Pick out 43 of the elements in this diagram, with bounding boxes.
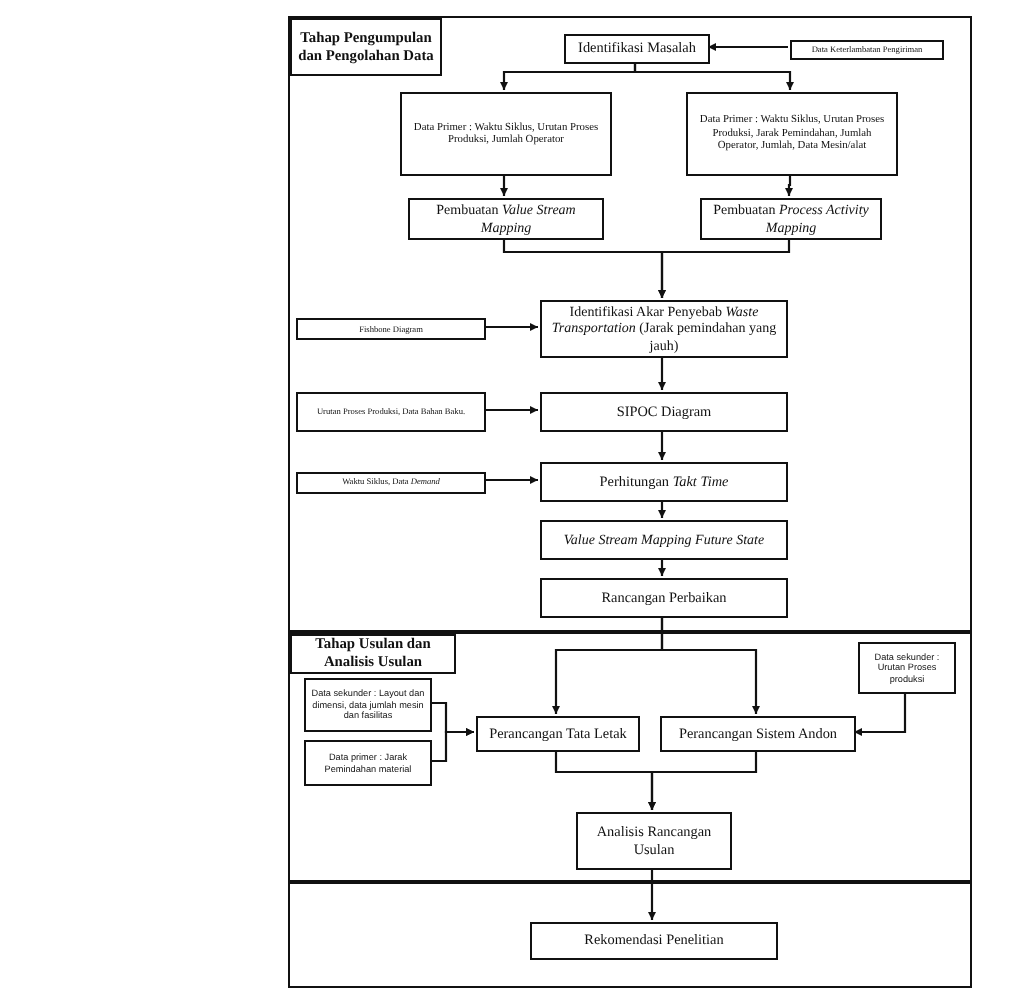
arrow — [500, 174, 508, 196]
arrow — [660, 616, 760, 714]
process-box — [540, 300, 788, 358]
data-box — [858, 642, 956, 694]
arrow — [648, 750, 758, 810]
data-box — [400, 92, 612, 176]
arrow — [633, 62, 794, 90]
arrow — [658, 500, 666, 518]
section-panel — [288, 16, 972, 632]
data-box — [686, 92, 898, 176]
arrow — [658, 430, 666, 460]
data-box — [304, 740, 432, 786]
section-title-box — [290, 634, 456, 674]
arrow — [484, 323, 538, 331]
data-box — [296, 392, 486, 432]
process-box — [660, 716, 856, 752]
process-box — [540, 578, 788, 618]
section-title-box — [290, 18, 442, 76]
process-box — [540, 520, 788, 560]
process-box — [540, 462, 788, 502]
section-panel — [288, 632, 972, 882]
process-box — [530, 922, 778, 960]
data-box — [304, 678, 432, 732]
section-panel — [288, 882, 972, 988]
arrow — [854, 692, 907, 736]
arrow — [484, 406, 538, 414]
arrow — [785, 174, 793, 196]
arrow — [658, 238, 791, 298]
arrow — [658, 558, 666, 576]
arrow — [430, 728, 474, 763]
process-box — [540, 392, 788, 432]
arrow — [708, 43, 788, 51]
arrow — [648, 868, 656, 920]
data-box — [790, 39, 944, 59]
arrow — [658, 356, 666, 390]
process-box — [576, 812, 732, 870]
process-box — [700, 198, 882, 240]
process-box — [564, 34, 710, 64]
data-box — [296, 318, 486, 340]
process-box — [476, 716, 640, 752]
data-box — [296, 471, 486, 493]
arrow — [484, 476, 538, 484]
process-box — [408, 198, 604, 240]
